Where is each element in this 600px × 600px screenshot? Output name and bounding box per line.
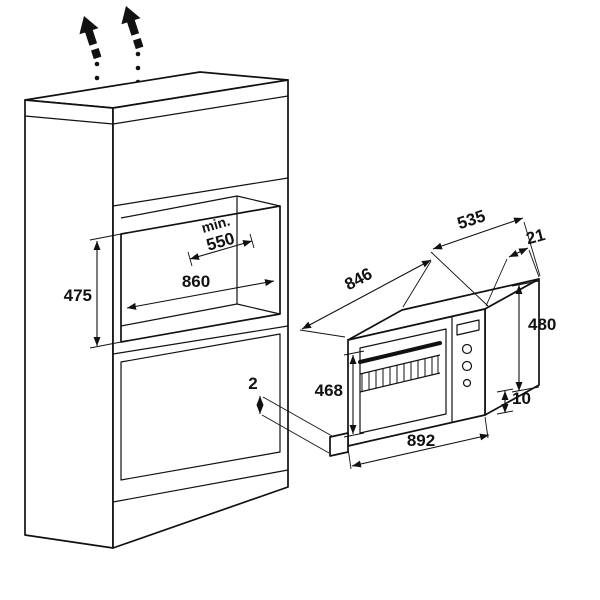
- dim-niche-height: 475: [64, 233, 122, 349]
- oven-door: [359, 328, 447, 434]
- oven-display: [456, 319, 480, 336]
- oven-knob: [462, 378, 472, 388]
- oven-body-height-value: 468: [315, 381, 343, 400]
- cabinet-left-side: [24, 99, 114, 549]
- oven-body-width-value: 846: [341, 264, 375, 294]
- niche-height-value: 475: [64, 286, 92, 305]
- oven-door-handle: [358, 341, 442, 364]
- up-arrow-icon: [79, 16, 102, 60]
- oven-mounting-bracket: [329, 432, 349, 457]
- bottom-gap-value: 10: [512, 389, 531, 408]
- niche-width-value: 860: [182, 272, 210, 291]
- cabinet-drawing: [24, 71, 289, 549]
- oven-depth-value: 535: [455, 206, 488, 233]
- cabinet-lower-door: [120, 333, 281, 481]
- up-arrow-icon: [121, 6, 144, 50]
- dim-niche-width: 860: [126, 272, 275, 310]
- dim-frame-overhang: 21: [485, 225, 547, 307]
- niche-depth-prefix: min.: [200, 213, 232, 236]
- side-gap-value: 2: [248, 374, 257, 393]
- dim-side-gap: 2: [248, 374, 333, 454]
- oven-knob: [461, 343, 473, 355]
- frame-overhang-value: 21: [524, 225, 547, 248]
- oven-knob: [461, 360, 473, 372]
- dim-bottom-gap: 10: [496, 388, 531, 415]
- dim-frame-height: 480: [511, 280, 556, 393]
- frame-width-value: 892: [407, 431, 435, 450]
- oven-vent-grill: [359, 354, 441, 393]
- dim-niche-depth: min. 550: [187, 213, 255, 267]
- oven-drawing: [329, 278, 540, 457]
- dim-frame-width: 892: [347, 416, 490, 470]
- frame-height-value: 480: [528, 315, 556, 334]
